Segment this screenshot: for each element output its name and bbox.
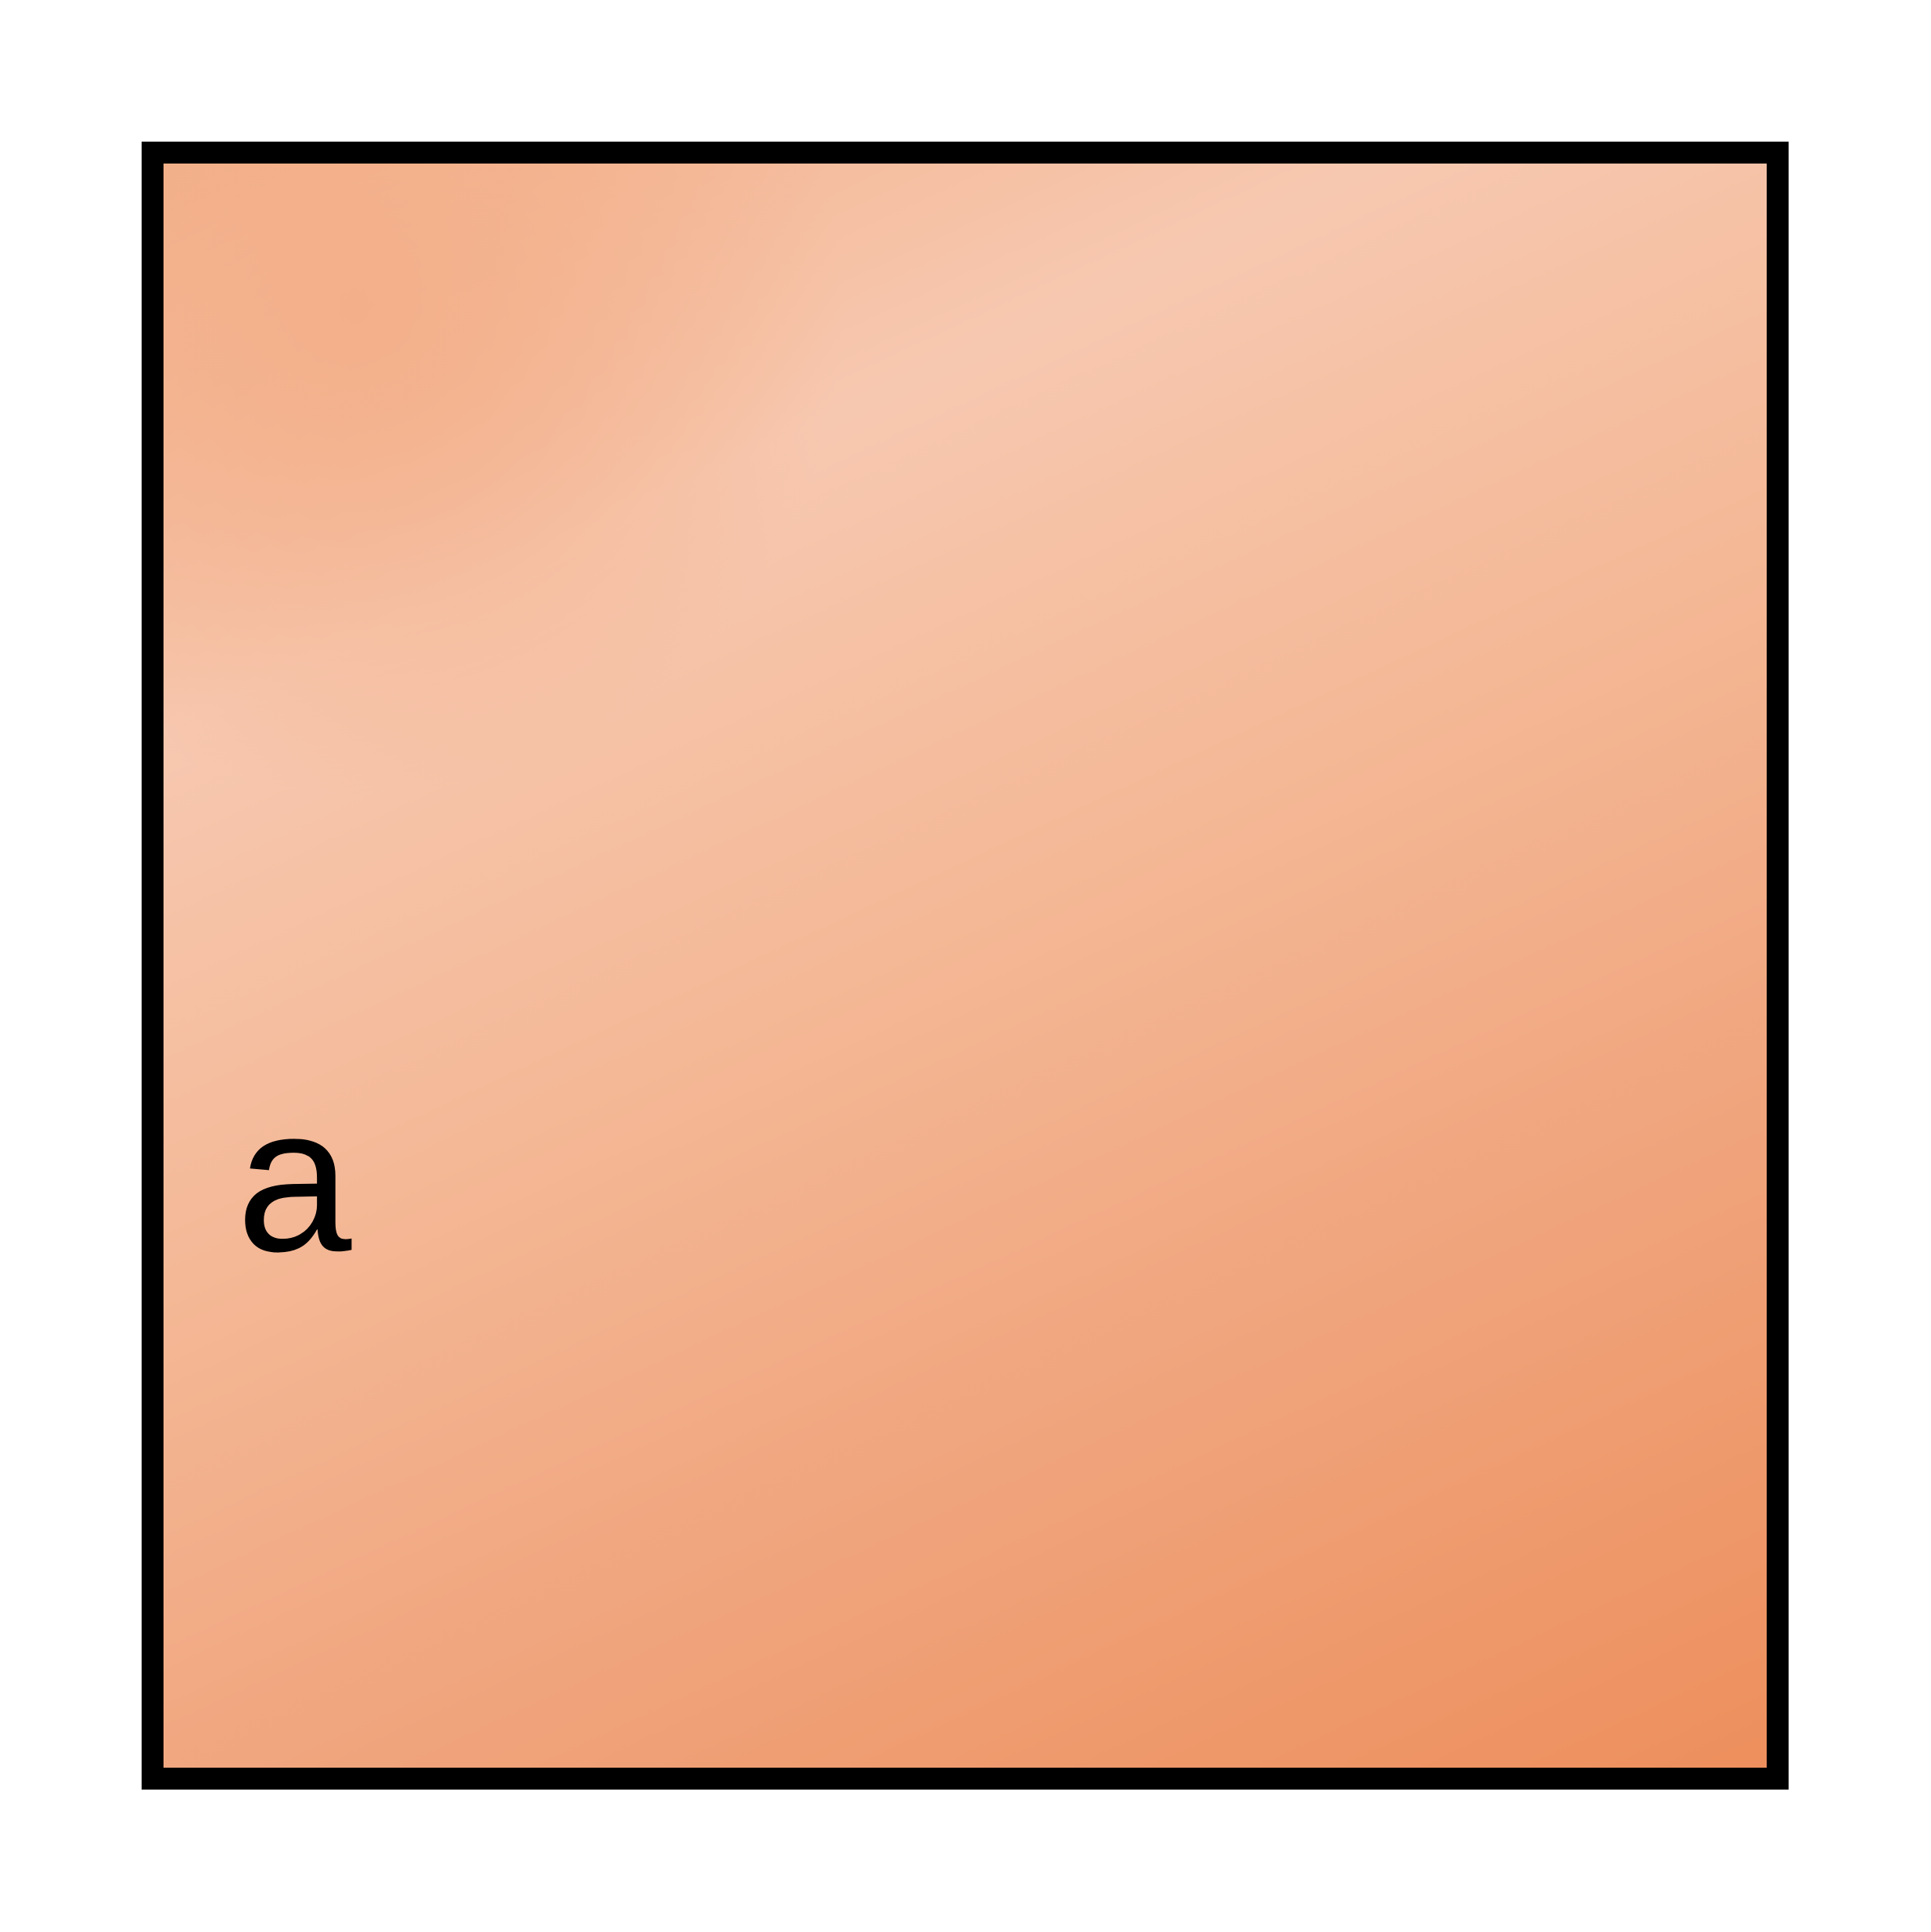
diagram-square: a (142, 142, 1789, 1790)
square-label: a (236, 1063, 352, 1295)
